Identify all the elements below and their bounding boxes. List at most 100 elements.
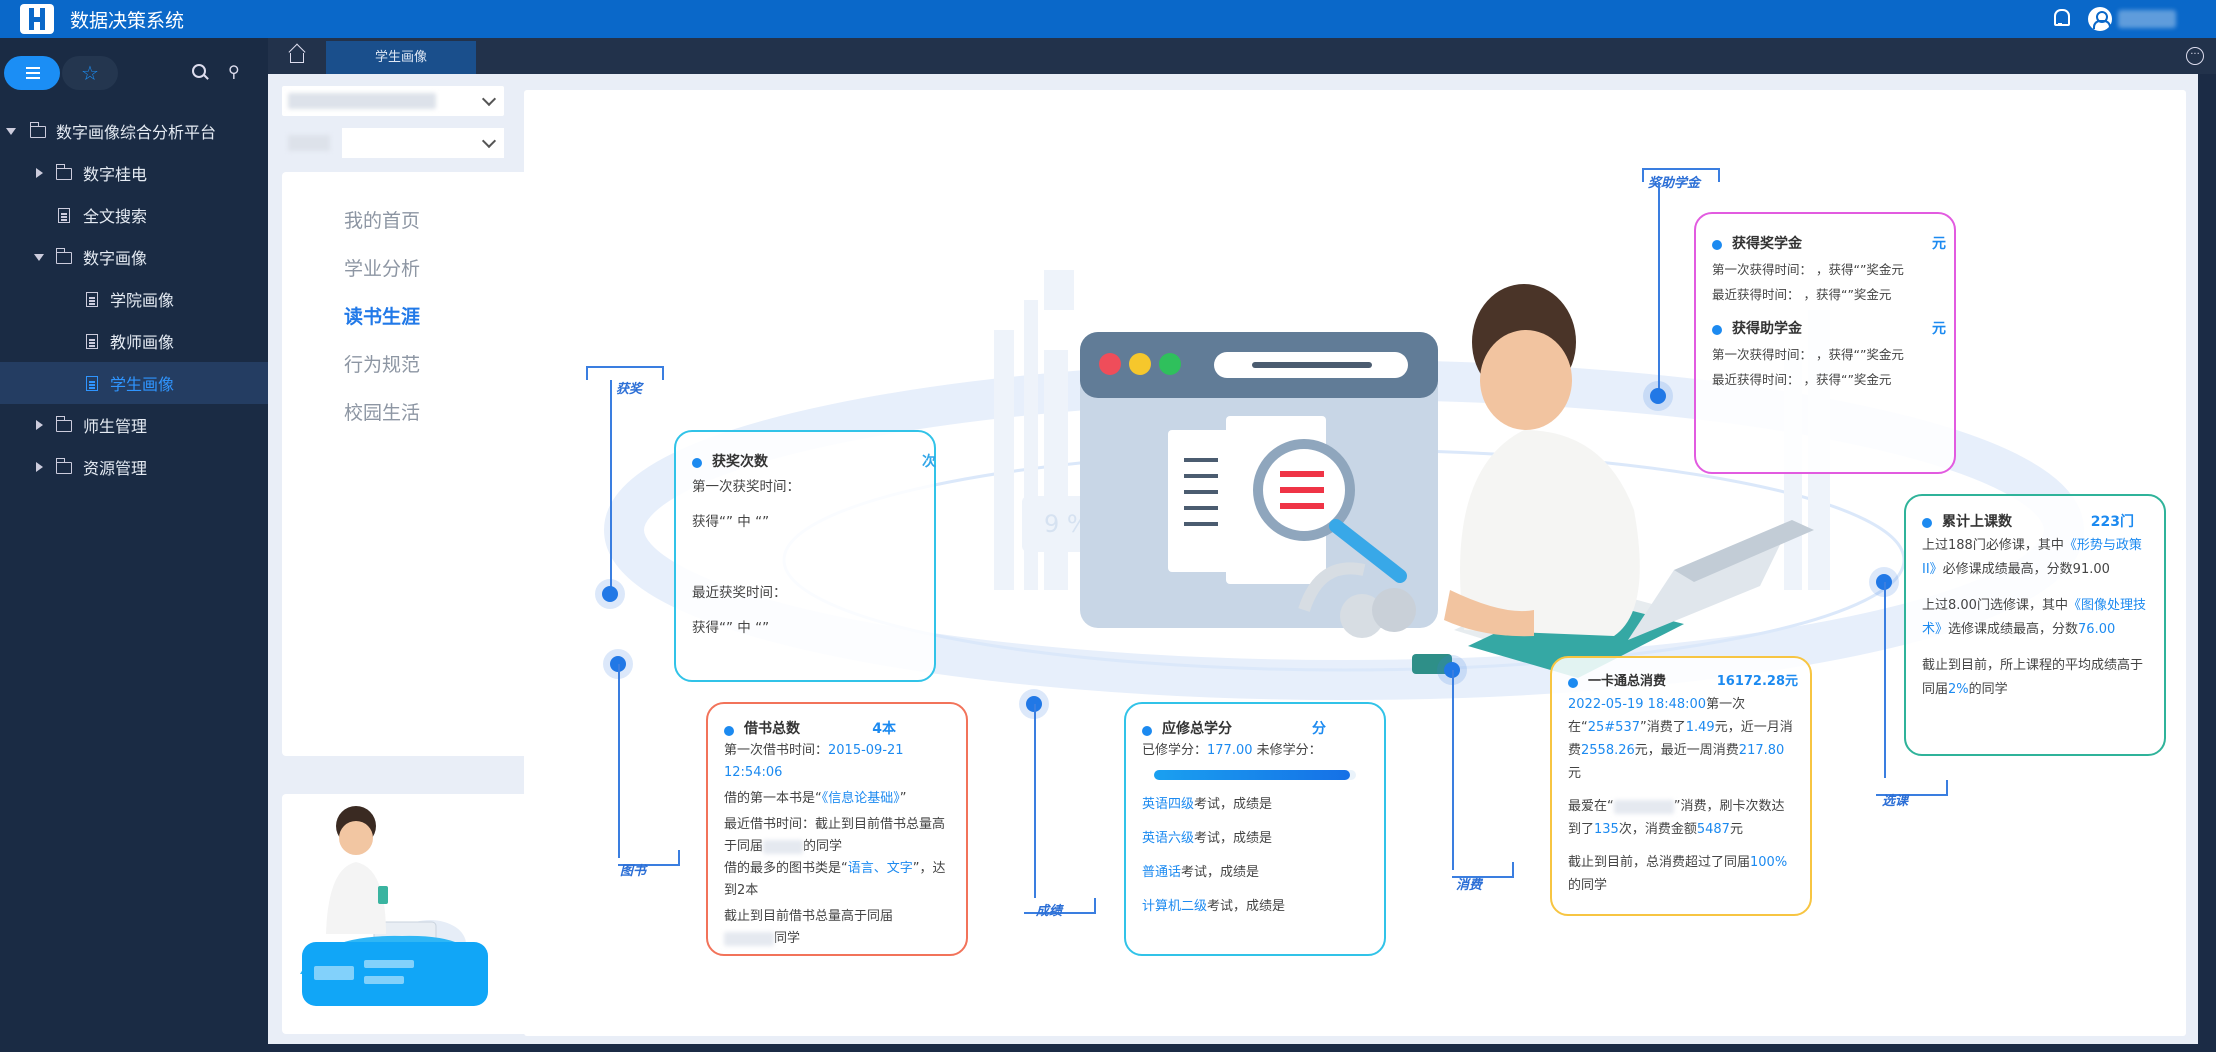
folder-icon bbox=[29, 122, 46, 138]
username-redacted[interactable] bbox=[2118, 10, 2176, 28]
menu-academic[interactable]: 学业分析 bbox=[344, 258, 421, 280]
sidebar-item-label: 数字桂电 bbox=[83, 165, 148, 184]
course-required: 上过188门必修课，其中《形势与政策II》必修课成绩最高，分数91.00 bbox=[1922, 538, 2142, 577]
sidebar-item-label: 数字画像 bbox=[83, 249, 148, 268]
folder-icon bbox=[55, 248, 72, 264]
document-icon bbox=[86, 376, 98, 391]
scholarship-unit: 元 bbox=[1932, 236, 1946, 252]
campus-card-card[interactable]: 一卡通总消费 16172.28元 2022-05-19 18:48:00第一次 在… bbox=[1550, 656, 1812, 916]
sidebar-item-college-portrait[interactable]: 学院画像 bbox=[0, 278, 268, 320]
app-title: 数据决策系统 bbox=[70, 9, 185, 32]
sidebar-item-label: 资源管理 bbox=[83, 459, 148, 478]
credit-progress-fill bbox=[1154, 770, 1350, 780]
award-last-detail: 获得“” 中 “” bbox=[692, 620, 770, 636]
student-avatar-card bbox=[282, 794, 540, 1034]
selector-label-redacted bbox=[288, 135, 330, 151]
tag-courses: 选课 bbox=[1882, 794, 1909, 809]
consume-first: 2022-05-19 18:48:00第一次 在“25#537”消费了1.49元… bbox=[1568, 697, 1793, 781]
grant-unit: 元 bbox=[1932, 321, 1946, 337]
folder-icon bbox=[55, 416, 72, 432]
sidebar-item-label: 学院画像 bbox=[110, 291, 175, 310]
award-last-time: 最近获奖时间： bbox=[692, 585, 787, 601]
selected-student-redacted bbox=[288, 93, 436, 109]
course-title: 累计上课数 bbox=[1942, 514, 2012, 530]
consume-favorite: 最爱在“”消费，刷卡次数达到了135次，消费金额5487元 bbox=[1568, 799, 1785, 837]
grant-last: 最近获得时间： ，获得“”奖金元 bbox=[1712, 372, 1892, 387]
sidebar-item-digital-portrait[interactable]: 数字画像 bbox=[0, 236, 268, 278]
book-value: 4本 bbox=[872, 721, 896, 737]
chevron-right-icon[interactable] bbox=[36, 462, 43, 472]
menu-home[interactable]: 我的首页 bbox=[344, 210, 421, 232]
chevron-right-icon[interactable] bbox=[36, 168, 43, 178]
consume-value: 16172.28元 bbox=[1716, 674, 1798, 689]
tag-scholarship: 奖助学金 bbox=[1648, 176, 1701, 191]
tag-consume: 消费 bbox=[1456, 878, 1483, 893]
sidebar-item-label: 学生画像 bbox=[110, 375, 175, 394]
consume-title: 一卡通总消费 bbox=[1588, 674, 1667, 689]
sidebar-item-teacher-student-mgmt[interactable]: 师生管理 bbox=[0, 404, 268, 446]
top-bar: 数据决策系统 bbox=[0, 0, 2216, 38]
consume-compare: 截止到目前，总消费超过了同届100%的同学 bbox=[1568, 855, 1788, 893]
sidebar-item-teacher-portrait[interactable]: 教师画像 bbox=[0, 320, 268, 362]
term-selector[interactable] bbox=[282, 128, 504, 158]
folder-icon bbox=[55, 164, 72, 180]
user-icon[interactable] bbox=[2088, 7, 2112, 31]
tag-grades: 成绩 bbox=[1036, 904, 1063, 919]
portrait-stage: 9 % bbox=[524, 90, 2186, 1036]
sidebar-item-digital-gd[interactable]: 数字桂电 bbox=[0, 152, 268, 194]
chevron-down-icon[interactable] bbox=[6, 128, 16, 135]
grant-first: 第一次获得时间： ，获得“”奖金元 bbox=[1712, 347, 1904, 362]
sidebar-item-fulltext-search[interactable]: 全文搜索 bbox=[0, 194, 268, 236]
sidebar-item-label: 教师画像 bbox=[110, 333, 175, 352]
home-icon[interactable] bbox=[268, 38, 326, 74]
book-total-compare: 截止到目前借书总量高于同届同学 bbox=[724, 909, 894, 946]
student-avatar-illustration bbox=[300, 806, 488, 1006]
award-dot[interactable] bbox=[602, 586, 618, 602]
star-icon[interactable]: ☆ bbox=[62, 56, 118, 90]
tag-library: 图书 bbox=[620, 864, 647, 879]
exam-cet6: 英语六级考试，成绩是 bbox=[1142, 831, 1273, 846]
more-icon[interactable]: ··· bbox=[2186, 47, 2204, 65]
document-icon bbox=[86, 334, 98, 349]
book-title: 借书总数 bbox=[744, 721, 800, 737]
menu-campus-life[interactable]: 校园生活 bbox=[344, 402, 421, 424]
sidebar: ☆ ⚲ 数字画像综合分析平台 数字桂电 全文搜索 数字画像 学院画像 bbox=[0, 38, 268, 1052]
credit-title: 应修总学分 bbox=[1162, 721, 1232, 737]
scholarship-card[interactable]: 获得奖学金元 第一次获得时间： ，获得“”奖金元 最近获得时间： ，获得“”奖金… bbox=[1694, 212, 1956, 474]
tag-award: 获奖 bbox=[616, 382, 643, 397]
award-card-title: 获奖次数次 bbox=[692, 450, 936, 475]
chevron-right-icon[interactable] bbox=[36, 420, 43, 430]
list-view-button[interactable] bbox=[4, 56, 60, 90]
credit-progress bbox=[1154, 770, 1356, 780]
chevron-down-icon[interactable] bbox=[481, 91, 497, 107]
scholarship-last: 最近获得时间： ，获得“”奖金元 bbox=[1712, 287, 1892, 302]
sidebar-item-resource-mgmt[interactable]: 资源管理 bbox=[0, 446, 268, 488]
book-card[interactable]: 借书总数 4本 第一次借书时间：2015-09-21 12:54:06 借的第一本… bbox=[706, 702, 968, 956]
menu-reading[interactable]: 读书生涯 bbox=[344, 306, 421, 328]
student-selector[interactable] bbox=[282, 86, 504, 116]
credit-unit: 分 bbox=[1312, 721, 1326, 737]
menu-behavior[interactable]: 行为规范 bbox=[344, 354, 421, 376]
course-elective: 上过8.00门选修课，其中《图像处理技术》选修课成绩最高，分数76.00 bbox=[1922, 598, 2146, 637]
sidebar-item-student-portrait[interactable]: 学生画像 bbox=[0, 362, 268, 404]
book-recent: 最近借书时间：截止到目前借书总量高于同届的同学 bbox=[724, 817, 946, 854]
chevron-down-icon[interactable] bbox=[34, 254, 44, 261]
search-icon[interactable] bbox=[192, 64, 208, 80]
exam-mandarin: 普通话考试，成绩是 bbox=[1142, 865, 1260, 880]
pin-icon[interactable]: ⚲ bbox=[228, 62, 240, 81]
scholarship-dot[interactable] bbox=[1650, 388, 1666, 404]
tab-bar: 学生画像 ··· bbox=[268, 38, 2216, 74]
award-card[interactable]: 获奖次数次 第一次获奖时间： 获得“” 中 “” 最近获奖时间： 获得“” 中 … bbox=[674, 430, 936, 682]
logo-icon[interactable] bbox=[20, 4, 54, 34]
tab-student-portrait[interactable]: 学生画像 bbox=[326, 41, 476, 74]
sidebar-item-platform[interactable]: 数字画像综合分析平台 bbox=[0, 110, 268, 152]
book-first-time: 第一次借书时间：2015-09-21 12:54:06 bbox=[724, 743, 904, 780]
scholarship-title: 获得奖学金 bbox=[1732, 236, 1802, 252]
credit-card[interactable]: 应修总学分分 已修学分：177.00 未修学分： 英语四级考试，成绩是 英语六级… bbox=[1124, 702, 1386, 956]
folder-icon bbox=[55, 458, 72, 474]
award-first-time: 第一次获奖时间： bbox=[692, 479, 800, 495]
book-first-book: 借的第一本书是“《信息论基础》” bbox=[724, 791, 907, 806]
bell-icon[interactable] bbox=[2052, 9, 2070, 27]
exam-cet4: 英语四级考试，成绩是 bbox=[1142, 797, 1273, 812]
